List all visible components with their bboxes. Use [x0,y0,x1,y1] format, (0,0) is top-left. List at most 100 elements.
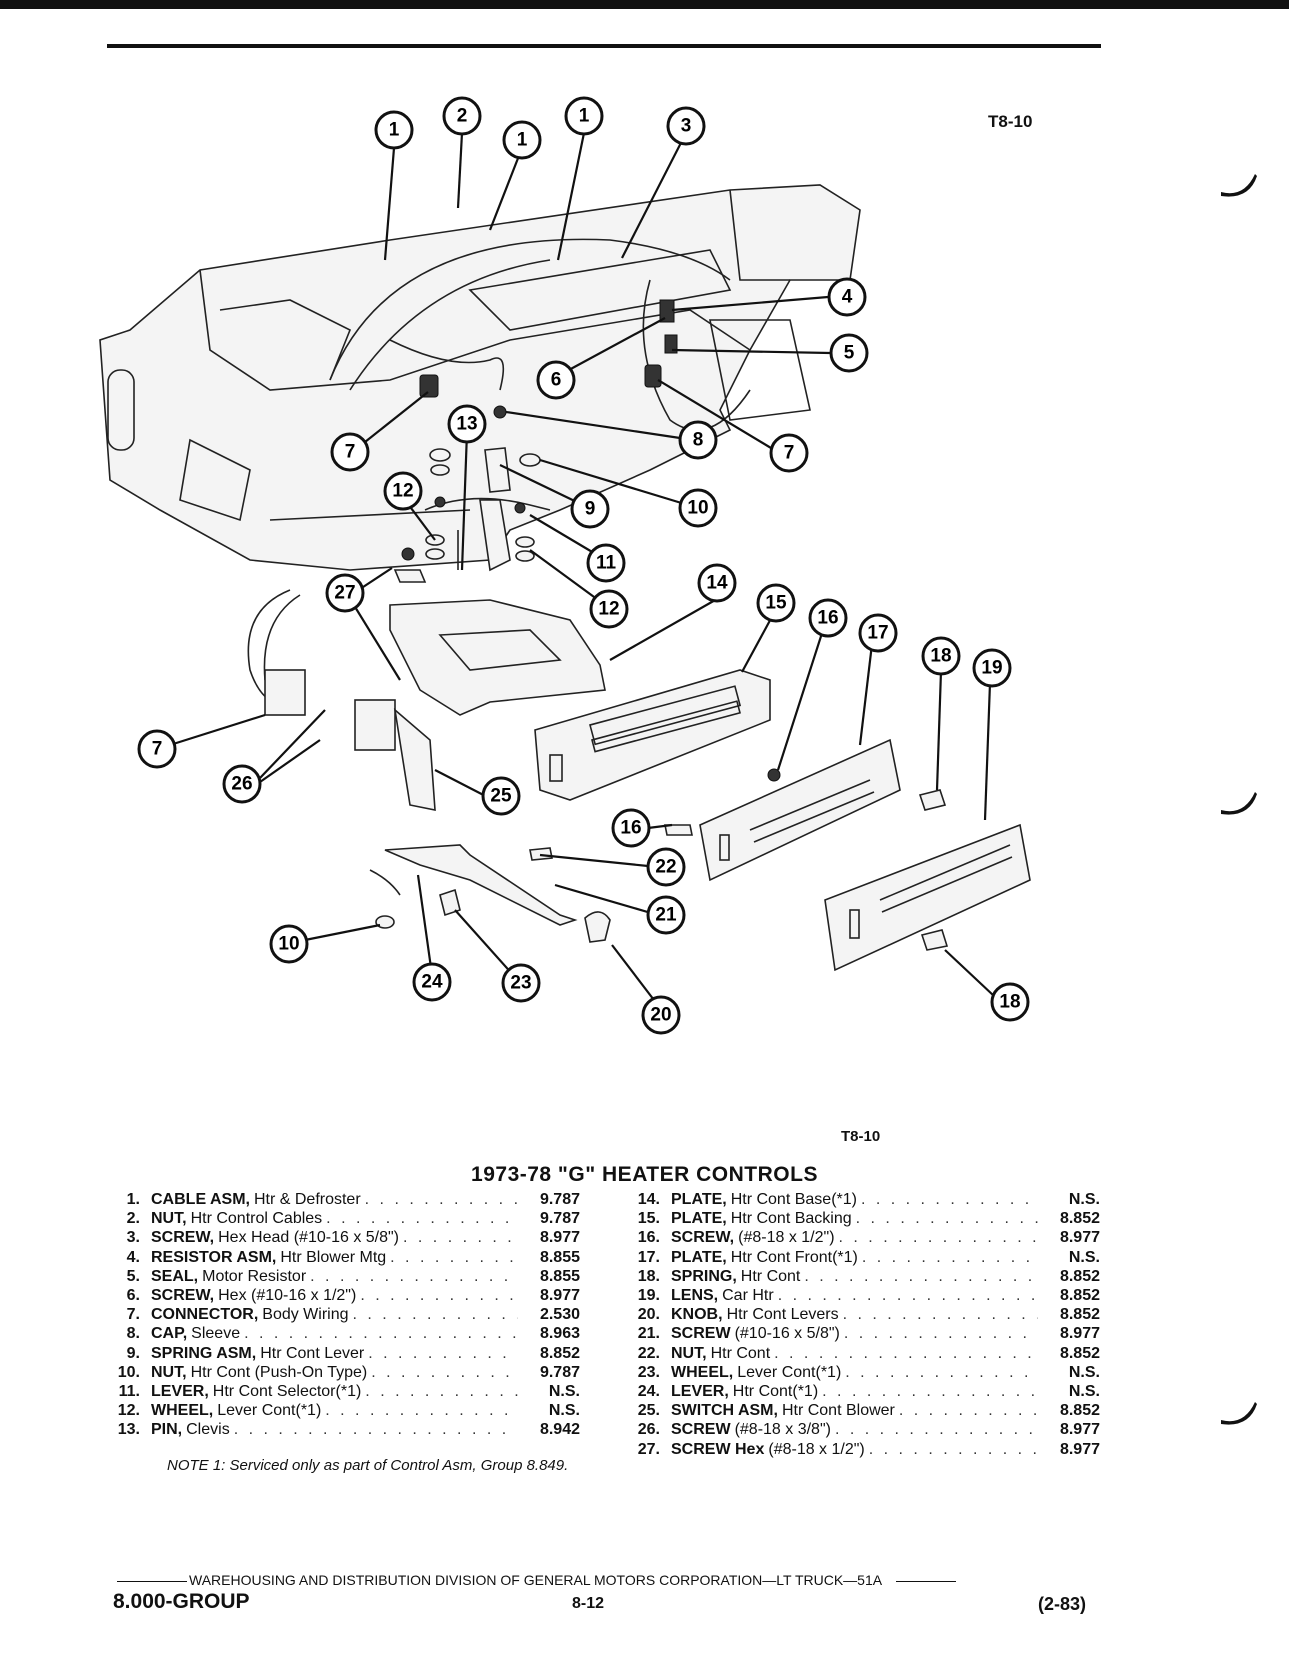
part-number: 20. [637,1306,660,1324]
callout-14: 14 [697,563,737,603]
part-number: 15. [637,1210,660,1228]
callout-label: 18 [999,992,1020,1013]
part-name: PLATE, [671,1191,727,1208]
part-number: 17. [637,1248,660,1266]
group-number: 9.787 [539,1191,580,1208]
part-description: Htr Cont Blower [781,1402,895,1420]
leader-dots [306,1267,518,1286]
heater-control-backing-plate-illustration [534,669,771,801]
spring-clip-illustration [918,789,947,811]
parts-list-row: 20.KNOB,Htr Cont Levers8.852 [620,1305,1100,1324]
callout-label: 7 [784,443,795,464]
part-number: 2. [126,1210,140,1228]
leader-dots [895,1401,1038,1420]
parts-list-row: 5.SEAL,Motor Resistor8.855 [100,1267,580,1286]
callout-label: 17 [867,623,888,644]
group-number: 8.852 [1059,1267,1100,1285]
part-description: Htr Control Cables [190,1210,323,1228]
leader-dots [349,1305,518,1324]
callout-13: 13 [447,404,487,444]
part-number: 1. [126,1191,140,1208]
leader-dots [399,1228,518,1247]
callout-21: 21 [646,895,686,935]
callout-label: 9 [585,499,596,520]
part-description: Htr Cont Front(*1) [730,1248,858,1266]
callout-7: 7 [137,729,177,769]
callout-1: 1 [502,120,542,160]
leader-dots [364,1344,518,1363]
part-name: SCREW Hex [671,1440,765,1458]
callout-label: 7 [345,442,356,463]
callout-18: 18 [921,636,961,676]
callout-label: 1 [389,120,400,141]
leader-dots [361,1190,518,1209]
parts-list-right-column: 14.PLATE,Htr Cont Base(*1)N.S.15.PLATE,H… [620,1190,1100,1459]
parts-list-row: 12.WHEEL,Lever Cont(*1)N.S. [100,1401,580,1420]
footer-division-line: WAREHOUSING AND DISTRIBUTION DIVISION OF… [117,1572,957,1588]
part-name: SPRING, [671,1267,737,1285]
part-number: 10. [117,1363,140,1381]
parts-list-row: 26.SCREW(#8-18 x 3/8")8.977 [620,1420,1100,1439]
callout-11: 11 [586,543,626,583]
group-number: N.S. [548,1383,580,1401]
parts-list-row: 10.NUT,Htr Cont (Push-On Type)9.787 [100,1363,580,1382]
leader-dots [770,1344,1038,1363]
group-number: N.S. [1068,1248,1100,1266]
part-number: 16. [637,1229,660,1247]
figure-tag-bottom: T8-10 [841,1128,881,1145]
part-number: 23. [637,1363,660,1381]
footer-rule [117,1580,187,1582]
blower-switch-illustration [354,699,436,811]
callout-label: 27 [334,583,355,604]
body-wiring-connector-illustration [247,589,306,716]
part-description: Body Wiring [262,1306,349,1324]
callout-label: 5 [844,343,855,364]
callout-label: 18 [930,646,951,667]
callout-label: 15 [765,593,787,614]
callout-label: 8 [693,430,704,451]
part-name: NUT, [151,1363,187,1381]
group-number: 8.852 [1059,1210,1100,1228]
part-name: CAP, [151,1325,188,1343]
part-name: SCREW, [151,1287,215,1305]
callout-label: 6 [551,370,562,391]
part-description: Sleeve [191,1325,241,1343]
part-name: KNOB, [671,1306,723,1324]
part-number: 7. [126,1306,140,1324]
group-number: 8.977 [1059,1440,1100,1458]
group-number: N.S. [1068,1383,1100,1401]
group-number: 8.855 [539,1267,580,1285]
callout-10: 10 [678,488,718,528]
callout-label: 1 [517,130,528,151]
group-number: 9.787 [539,1210,580,1228]
parts-list-row: 9.SPRING ASM,Htr Cont Lever8.852 [100,1344,580,1363]
callout-15: 15 [756,583,796,623]
heater-lens-illustration [824,823,1031,972]
part-name: SCREW [671,1421,731,1439]
footer-rule [896,1580,957,1582]
callout-label: 3 [681,116,692,137]
callout-2: 2 [442,96,482,136]
part-description: Hex Head (#10-16 x 5/8") [218,1229,400,1247]
page-corner-mark-icon [1221,792,1257,815]
leader-dots [835,1228,1038,1247]
part-description: Htr Cont(*1) [732,1383,819,1401]
parts-list-row: 27.SCREW Hex(#8-18 x 1/2")8.977 [620,1440,1100,1459]
leader-dots [361,1382,518,1401]
part-description: Htr Blower Mtg [280,1248,387,1266]
part-name: PIN, [151,1421,183,1439]
part-description: (#10-16 x 5/8") [734,1325,840,1343]
page-corner-mark-icon [1221,1402,1257,1425]
callout-label: 12 [598,599,619,620]
footer-group-label: 8.000-GROUP [113,1590,250,1613]
parts-list-row: 2. NUT,Htr Control Cables 9.787 [100,1209,580,1228]
leader-dots [840,1324,1038,1343]
heater-control-base-plate-illustration [389,599,606,716]
part-name: SPRING ASM, [151,1344,257,1362]
part-name: SWITCH ASM, [671,1402,778,1420]
callout-label: 12 [392,481,413,502]
group-number: 8.855 [539,1248,580,1266]
parts-list-left-column: 1.CABLE ASM,Htr & Defroster9.7872.NUT,Ht… [100,1190,580,1440]
part-name: NUT, [151,1210,187,1228]
leader-dots [321,1401,518,1420]
